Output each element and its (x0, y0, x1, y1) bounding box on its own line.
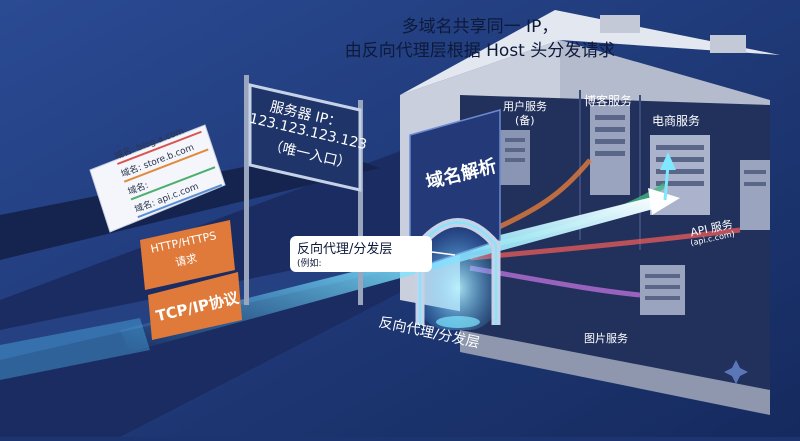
title-line-1: 多域名共享同一 IP， (401, 17, 559, 37)
building-floor-edge (460, 330, 770, 415)
tcp-box (148, 272, 242, 340)
title-line-2: 由反向代理层根据 Host 头分发请求 (344, 41, 616, 61)
service-blog-label: 博客服务 (584, 94, 633, 108)
sparkle-icon (724, 360, 748, 384)
proxy-callout-title: 反向代理/分发层 (297, 242, 393, 257)
beam-tail (0, 318, 150, 380)
roof-unit (600, 15, 640, 33)
proxy-callout-bubble (290, 236, 432, 272)
service-ecommerce-label: 电商服务 (652, 114, 701, 128)
route-api (469, 227, 741, 261)
server-rack-api (740, 160, 770, 230)
upward-arrow (663, 164, 670, 201)
beam-arrowhead (648, 188, 680, 215)
road-upper (0, 150, 380, 260)
server-ip-sign (244, 75, 363, 305)
domain-list-card (89, 124, 226, 233)
service-user-label: 用户服务 (503, 100, 547, 113)
service-user-sub: (备) (515, 114, 535, 127)
server-rack-image (640, 265, 685, 315)
service-image-label: 图片服务 (584, 332, 628, 345)
roof-unit (710, 35, 746, 53)
proxy-callout-note: (例如: (297, 259, 322, 269)
server-rack-blog (590, 105, 630, 195)
upward-arrowhead (660, 152, 676, 170)
http-box (140, 220, 235, 290)
callout-pointer (431, 251, 456, 256)
server-rack-user (500, 130, 530, 185)
building-roof (400, 10, 780, 95)
request-beam (120, 195, 668, 352)
